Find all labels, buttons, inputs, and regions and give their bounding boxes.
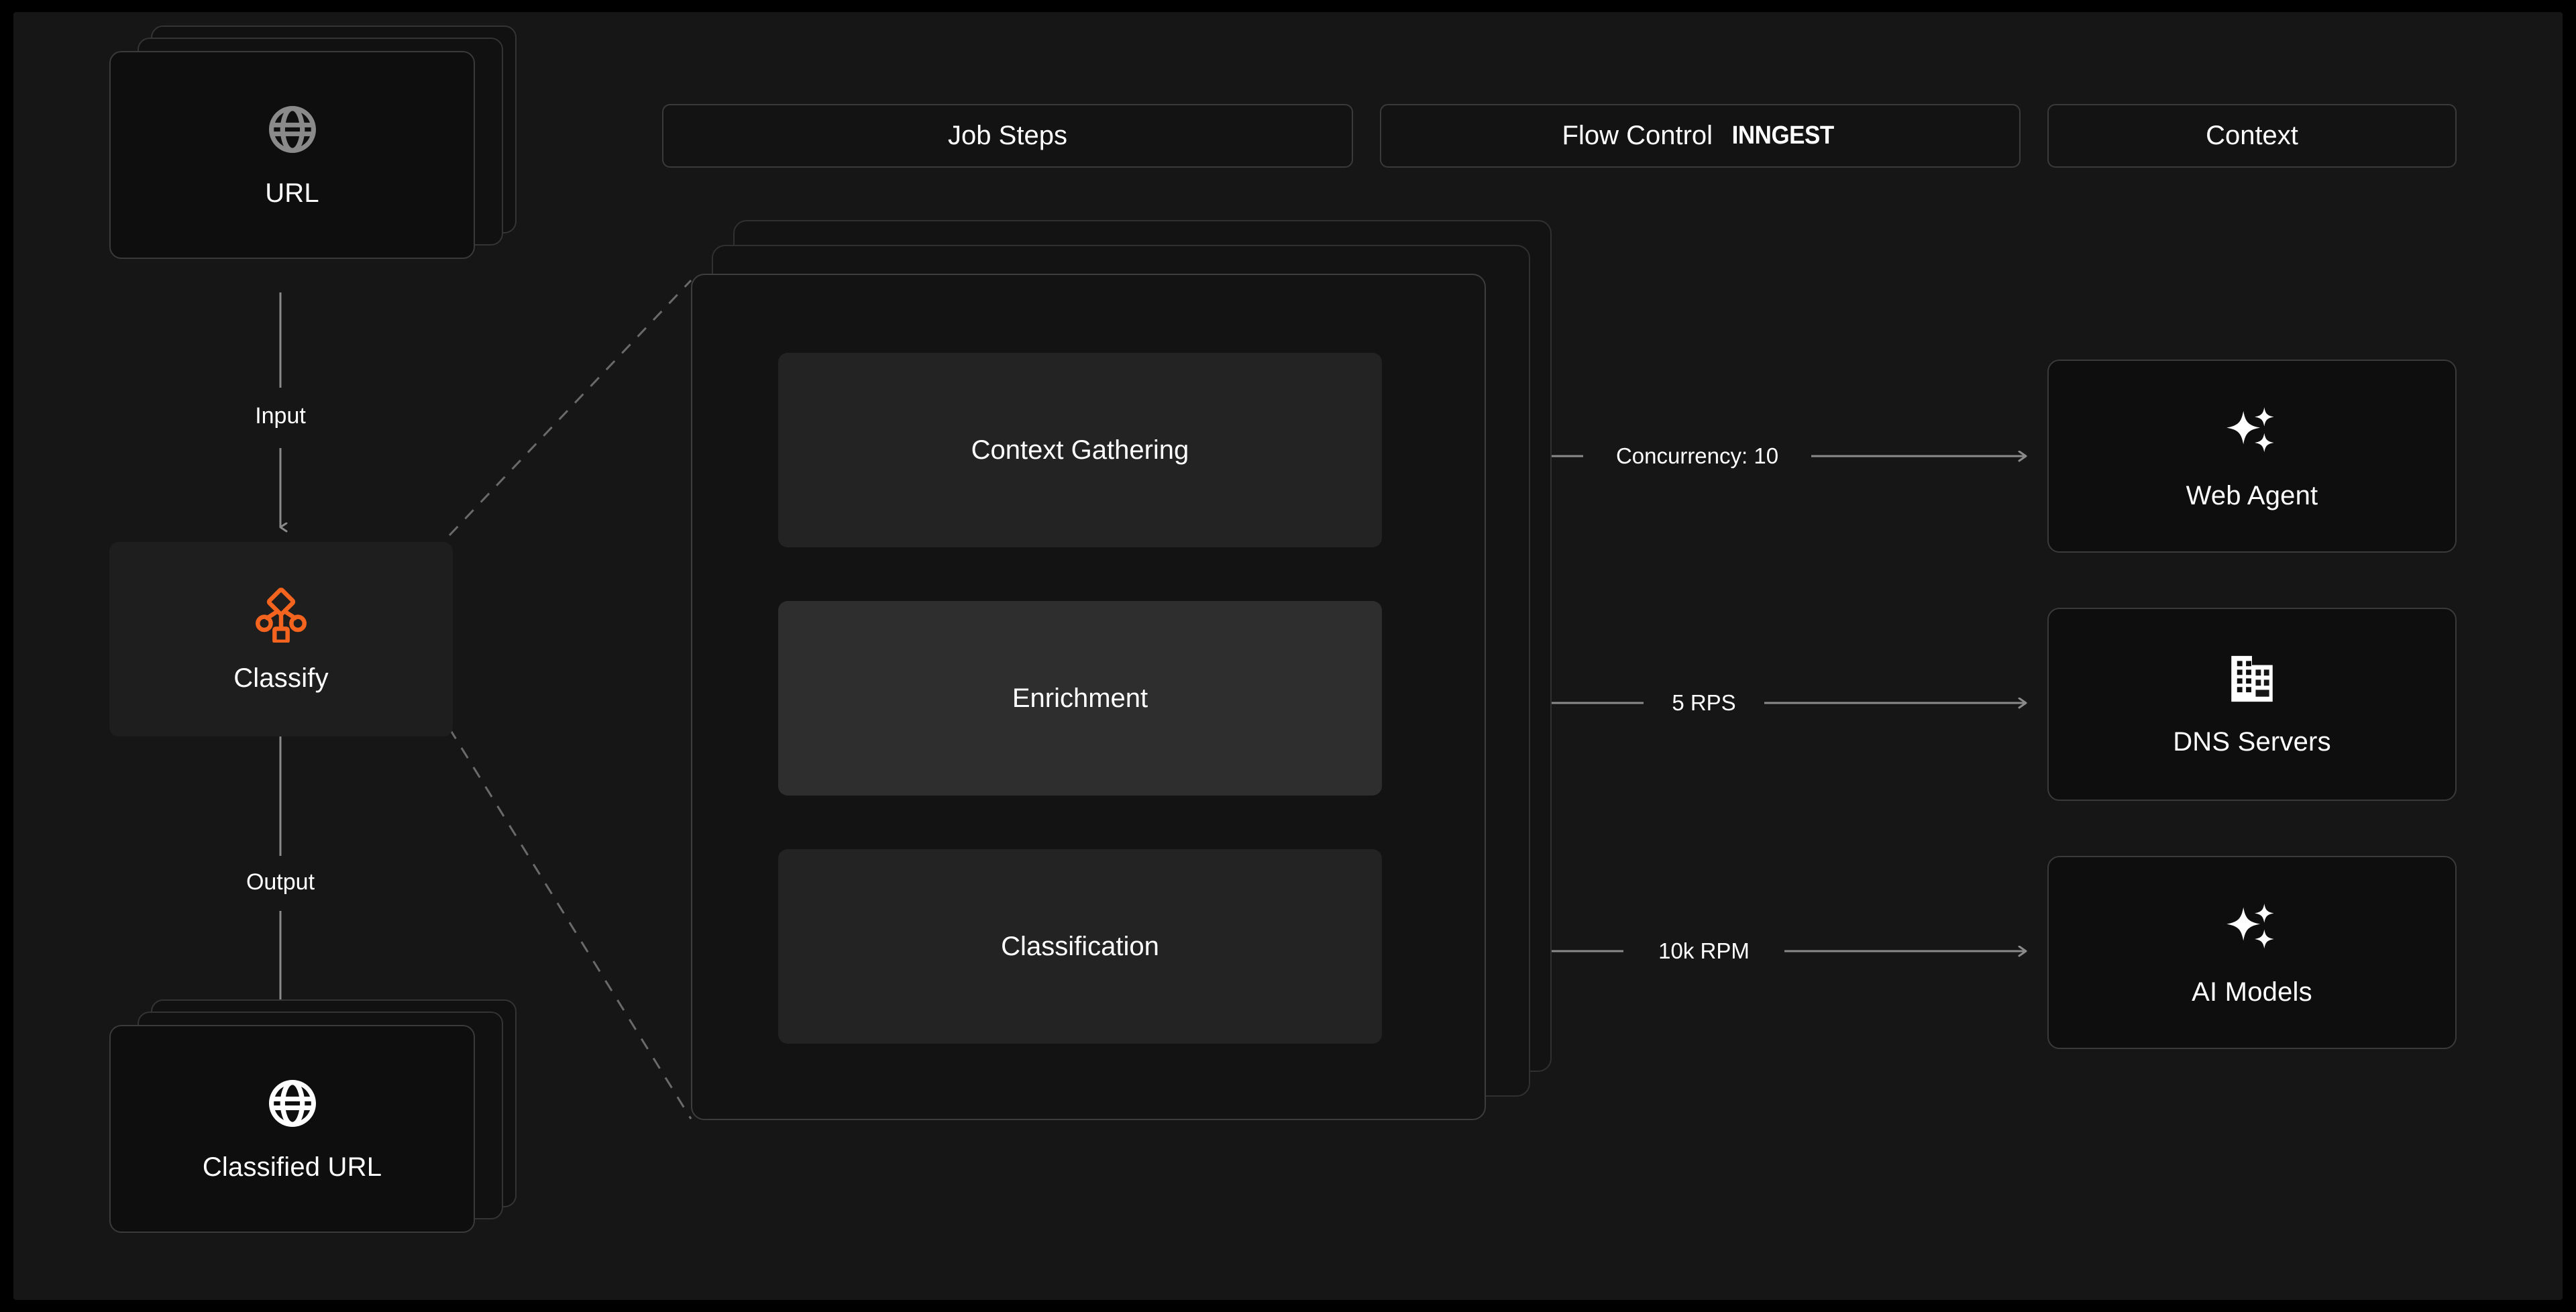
edge-label-rpm: 10k RPM — [1658, 938, 1750, 963]
node-url[interactable]: URL — [109, 51, 475, 259]
tab-job-steps-label: Job Steps — [948, 121, 1067, 150]
step-classification[interactable]: Classification — [778, 849, 1382, 1044]
tab-flow-control[interactable]: Flow Control INNGEST — [1380, 104, 2021, 168]
node-url-label: URL — [265, 178, 319, 208]
node-classify[interactable]: Classify — [109, 542, 453, 736]
sparkles-icon — [2222, 401, 2282, 463]
sparkles-icon — [2222, 897, 2282, 960]
tab-context[interactable]: Context — [2047, 104, 2457, 168]
edge-label-concurrency: Concurrency: 10 — [1615, 443, 1779, 468]
edge-label-output: Output — [246, 869, 315, 895]
step-context-gathering[interactable]: Context Gathering — [778, 353, 1382, 547]
tab-context-label: Context — [2206, 121, 2298, 150]
node-classified-url[interactable]: Classified URL — [109, 1025, 475, 1233]
node-classify-label: Classify — [233, 663, 329, 693]
node-web-agent-label: Web Agent — [2186, 481, 2318, 510]
diagram-canvas: Job Steps Flow Control INNGEST Context U… — [13, 12, 2563, 1300]
node-classified-url-label: Classified URL — [202, 1152, 382, 1182]
edge-label-input: Input — [255, 403, 306, 429]
node-ai-models-label: AI Models — [2192, 977, 2312, 1007]
inngest-logo-text: INNGEST — [1731, 121, 1835, 150]
globe-icon — [264, 101, 321, 161]
node-web-agent[interactable]: Web Agent — [2047, 360, 2457, 553]
wire-expansion-dashed — [448, 279, 692, 1119]
step-context-gathering-label: Context Gathering — [971, 435, 1189, 465]
node-ai-models[interactable]: AI Models — [2047, 856, 2457, 1049]
node-dns-servers-label: DNS Servers — [2173, 727, 2331, 757]
step-enrichment-label: Enrichment — [1012, 683, 1148, 713]
globe-icon — [264, 1075, 321, 1135]
edge-label-rps: 5 RPS — [1672, 690, 1736, 715]
classify-workflow-icon — [252, 585, 310, 646]
node-dns-servers[interactable]: DNS Servers — [2047, 608, 2457, 801]
building-icon — [2224, 651, 2279, 710]
step-classification-label: Classification — [1001, 931, 1159, 961]
tab-flow-control-label: Flow Control — [1562, 121, 1713, 150]
step-enrichment[interactable]: Enrichment — [778, 601, 1382, 796]
tab-job-steps[interactable]: Job Steps — [662, 104, 1353, 168]
